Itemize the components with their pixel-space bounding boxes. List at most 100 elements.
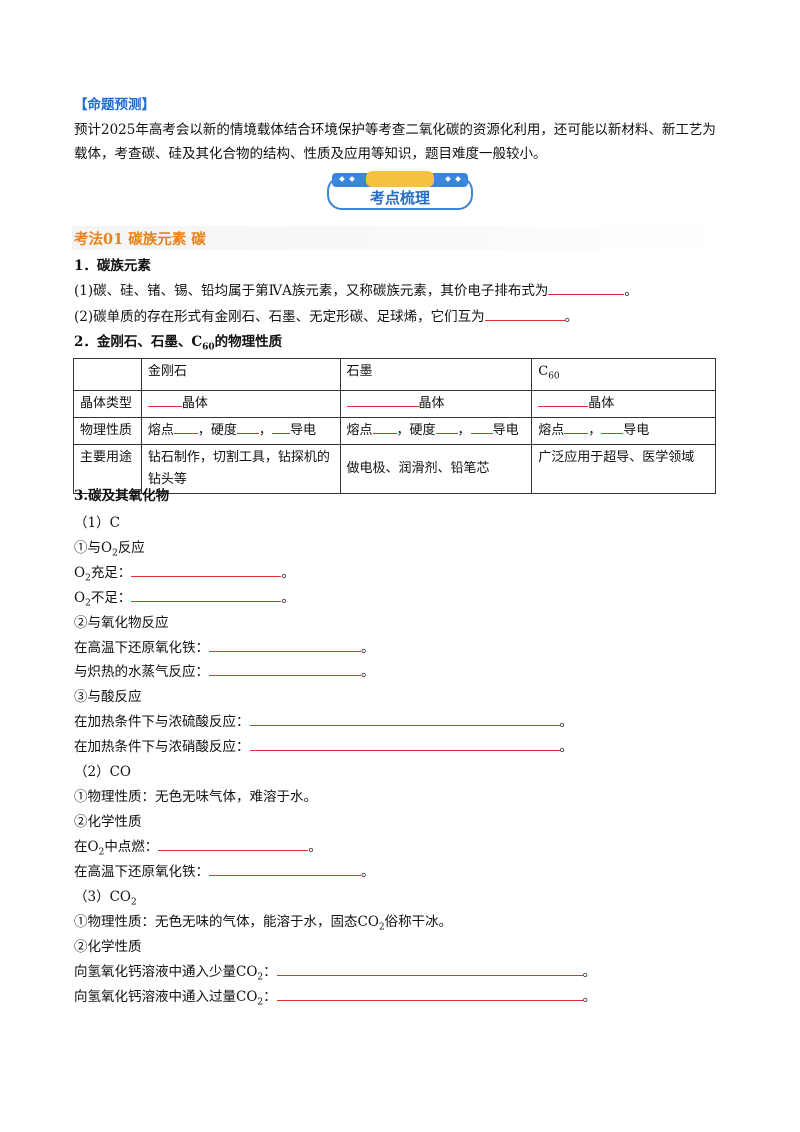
- table-cell: 做电极、润滑剂、铅笔芯: [339, 443, 533, 494]
- table-row: 物理性质 熔点，硬度，导电 熔点，硬度，导电 熔点，导电: [73, 416, 716, 445]
- period: 。: [281, 565, 295, 581]
- cell-text: ，硬度: [396, 422, 436, 438]
- answer-blank[interactable]: [249, 712, 560, 726]
- cell-text: ，硬度: [197, 422, 237, 438]
- section-banner: 考点梳理: [326, 171, 474, 211]
- line-text: 中点燃：: [104, 839, 159, 855]
- answer-blank[interactable]: [209, 662, 361, 676]
- line-co-burn: 在O2中点燃：。: [74, 837, 322, 863]
- line-co2-phys: ①物理性质：无色无味的气体，能溶于水，固态CO2俗称干冰。: [74, 912, 452, 938]
- line-text: ：: [263, 989, 277, 1005]
- subheading-co: （2）CO: [74, 764, 131, 780]
- table-cell: 熔点，硬度，导电: [339, 416, 533, 445]
- cell-text: 熔点: [538, 422, 565, 438]
- line-h2so4: 在加热条件下与浓硫酸反应： 。: [74, 712, 573, 732]
- line-text: 反应: [117, 540, 145, 556]
- period: 。: [281, 590, 295, 606]
- answer-blank[interactable]: [158, 837, 309, 851]
- para-1a: (1)碳、硅、锗、锡、铅均属于第ⅣA族元素，又称碳族元素，其价电子排布式为。: [74, 281, 638, 301]
- line-text: 在加热条件下与浓硝酸反应：: [74, 739, 250, 755]
- heading-3: 3.碳及其氧化物: [74, 488, 170, 504]
- answer-blank[interactable]: [276, 987, 583, 1001]
- answer-blank[interactable]: [209, 638, 361, 652]
- line-text: 不足：: [90, 590, 132, 606]
- answer-blank[interactable]: [484, 307, 565, 321]
- period: 。: [582, 964, 597, 980]
- line-text: 在加热条件下与浓硫酸反应：: [74, 714, 250, 730]
- heading-1: 1．碳族元素: [74, 258, 151, 274]
- cell-text: ，: [588, 422, 602, 438]
- answer-blank[interactable]: [131, 588, 282, 602]
- table-cell: 晶体: [339, 389, 533, 418]
- table-cell: 广泛应用于超导、医学领域: [531, 443, 716, 494]
- period: 。: [361, 664, 375, 680]
- banner-title: 考点梳理: [369, 189, 430, 207]
- answer-blank[interactable]: [435, 420, 458, 434]
- answer-blank[interactable]: [236, 420, 259, 434]
- period: 。: [559, 714, 574, 730]
- answer-blank[interactable]: [346, 393, 419, 407]
- intro-paragraph: 预计2025年高考会以新的情境载体结合环境保护等考查二氧化碳的资源化利用，还可能…: [74, 122, 716, 162]
- line-text: O: [74, 590, 86, 606]
- section-title: 考法01 碳族元素 碳: [74, 231, 206, 248]
- line-text: ①物理性质：无色无味的气体，能溶于水，固态CO: [74, 914, 379, 930]
- para-1b-text: (2)碳单质的存在形式有金刚石、石墨、无定形碳、足球烯，它们互为: [74, 309, 485, 325]
- subscript: 2: [378, 922, 385, 933]
- answer-blank[interactable]: [276, 962, 583, 976]
- line-hno3: 在加热条件下与浓硝酸反应： 。: [74, 737, 573, 757]
- line-o2-full: O2充足：。: [74, 563, 295, 589]
- line-text: 向氢氧化钙溶液中通入过量CO: [74, 989, 258, 1005]
- cell-text: 导电: [623, 422, 650, 438]
- header-text: C: [538, 364, 549, 379]
- subheading-co2: （3）CO2: [74, 887, 137, 913]
- cell-text: 导电: [289, 422, 316, 438]
- line-co-fe: 在高温下还原氧化铁：。: [74, 862, 375, 882]
- cell-text: 熔点: [346, 422, 373, 438]
- prediction-header: 【命题预测】: [74, 97, 155, 113]
- period: 。: [564, 309, 579, 325]
- answer-blank[interactable]: [601, 420, 624, 434]
- subscript: 60: [202, 342, 215, 353]
- table-row: 主要用途 钻石制作，切割工具，钻探机的钻头等 做电极、润滑剂、铅笔芯 广泛应用于…: [73, 443, 716, 494]
- subscript: 2: [85, 598, 91, 609]
- answer-blank[interactable]: [564, 420, 589, 434]
- table-row: 金刚石 石墨 C60: [73, 358, 716, 391]
- answer-blank[interactable]: [147, 393, 182, 407]
- answer-blank[interactable]: [372, 420, 397, 434]
- line-text: 与炽热的水蒸气反应：: [74, 664, 209, 680]
- period: 。: [559, 739, 574, 755]
- answer-blank[interactable]: [249, 737, 560, 751]
- heading-2-text-b: 的物理性质: [214, 334, 283, 350]
- line-co-chem: ②化学性质: [74, 814, 142, 830]
- table-header: 金刚石: [140, 358, 341, 391]
- answer-blank[interactable]: [271, 420, 290, 434]
- line-text: 向氢氧化钙溶液中通入少量CO: [74, 964, 258, 980]
- answer-blank[interactable]: [538, 393, 589, 407]
- table-header: C60: [531, 358, 716, 391]
- line-steam: 与炽热的水蒸气反应： 。: [74, 662, 375, 682]
- line-fe-oxide: 在高温下还原氧化铁：。: [74, 638, 375, 658]
- line-text: ①与O: [74, 540, 113, 556]
- subscript: 2: [85, 573, 91, 584]
- table-cell: [73, 358, 142, 391]
- period: 。: [624, 283, 638, 299]
- subscript: 2: [112, 548, 118, 559]
- answer-blank[interactable]: [131, 563, 282, 577]
- line-text: 俗称干冰。: [384, 914, 453, 930]
- answer-blank[interactable]: [548, 281, 625, 295]
- line-o2-lack: O2不足： 。: [74, 588, 295, 614]
- answer-blank[interactable]: [470, 420, 493, 434]
- answer-blank[interactable]: [209, 862, 361, 876]
- cell-text: 晶体: [588, 395, 615, 411]
- line-text: O: [74, 565, 86, 581]
- subscript: 60: [548, 371, 560, 382]
- properties-table: 金刚石 石墨 C60 晶体类型 晶体 晶体 晶体 物理性质 熔点，硬度，导电 熔…: [73, 358, 716, 494]
- period: 。: [361, 640, 375, 656]
- answer-blank[interactable]: [173, 420, 198, 434]
- subscript: 2: [257, 972, 264, 983]
- line-co-phys: ①物理性质：无色无味气体，难溶于水。: [74, 789, 317, 805]
- period: 。: [582, 989, 597, 1005]
- cell-text: 晶体: [181, 395, 208, 411]
- subheading-c: （1）C: [74, 515, 120, 531]
- table-cell: 熔点，硬度，导电: [140, 416, 341, 445]
